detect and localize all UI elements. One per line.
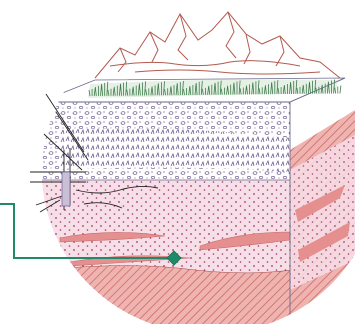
weathered-rock-band: [60, 128, 290, 172]
bedrock-layer: [40, 265, 290, 324]
circle-view: [40, 78, 355, 324]
root-stem: [62, 172, 70, 206]
mountain-range-icon: [95, 12, 340, 78]
grass-blade: [340, 86, 341, 94]
